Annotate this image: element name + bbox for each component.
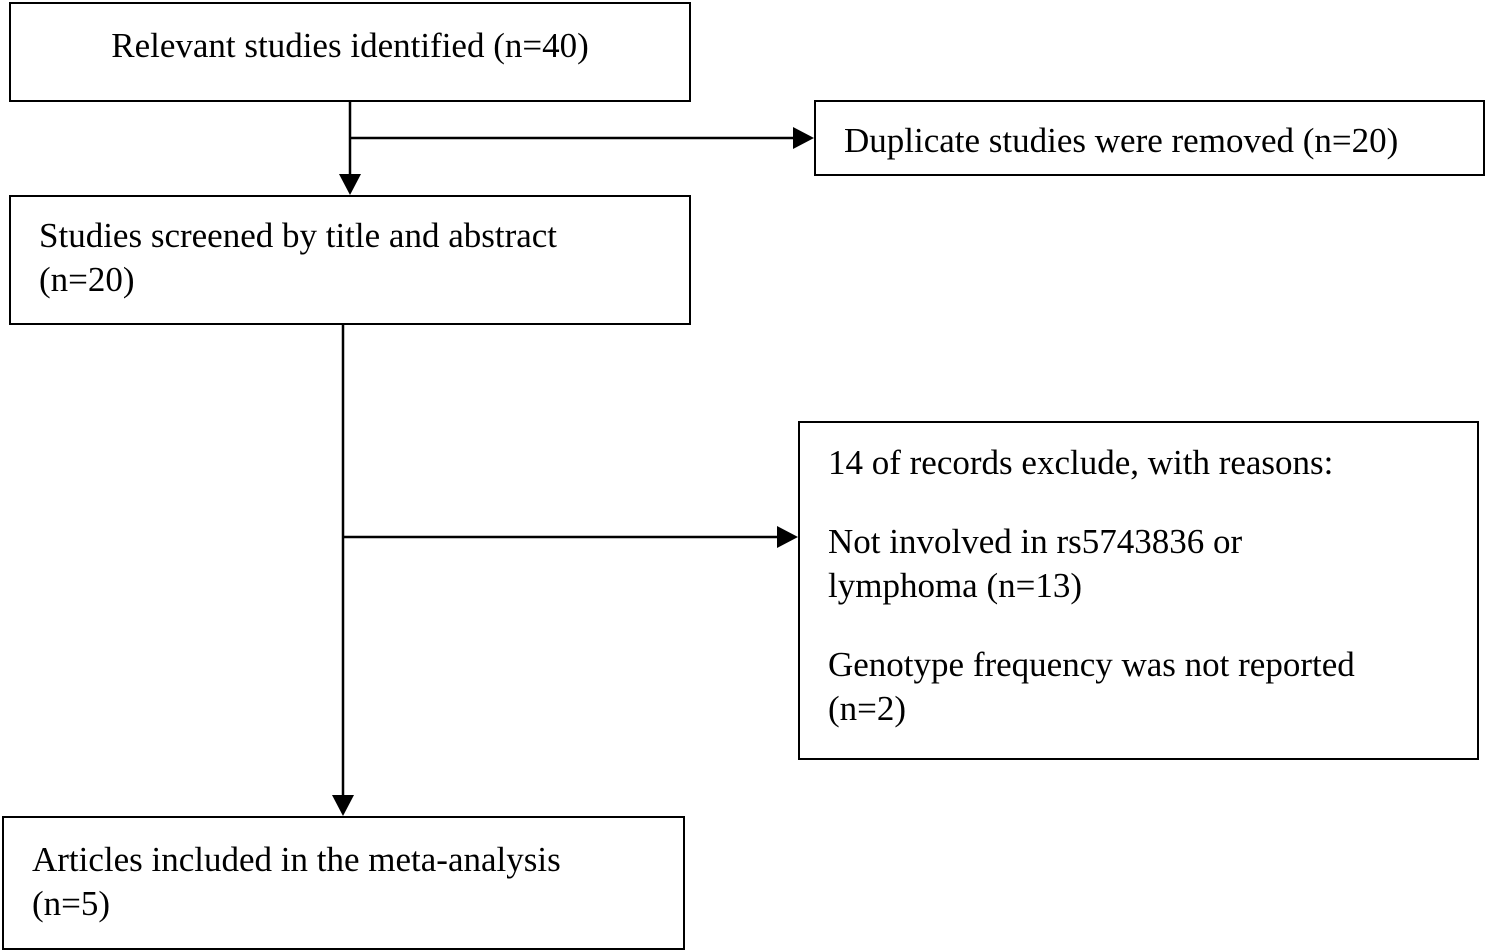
duplicates-text: Duplicate studies were removed (n=20) bbox=[844, 121, 1399, 160]
duplicates-removed-box: Duplicate studies were removed (n=20) bbox=[814, 100, 1485, 176]
arrowhead-to-screened bbox=[339, 174, 361, 195]
excluded-box: 14 of records exclude, with reasons: Not… bbox=[798, 421, 1479, 760]
arrowhead-to-duplicates bbox=[793, 127, 814, 149]
arrowhead-to-excluded bbox=[777, 526, 798, 548]
identified-box: Relevant studies identified (n=40) bbox=[9, 2, 691, 102]
exclusion-reason-1-line2: lymphoma (n=13) bbox=[828, 566, 1083, 606]
screened-text-line1: Studies screened by title and abstract bbox=[39, 216, 558, 255]
excluded-heading: 14 of records exclude, with reasons: bbox=[828, 443, 1334, 482]
identified-text: Relevant studies identified (n=40) bbox=[111, 26, 589, 65]
included-text-line1: Articles included in the meta-analysis bbox=[32, 840, 561, 879]
included-text-line2: (n=5) bbox=[32, 884, 111, 924]
exclusion-reason-2-line1: Genotype frequency was not reported bbox=[828, 645, 1355, 685]
arrowhead-to-included bbox=[332, 795, 354, 816]
screened-box: Studies screened by title and abstract (… bbox=[9, 195, 691, 325]
exclusion-reason-2-line2: (n=2) bbox=[828, 689, 907, 729]
exclusion-reason-1-line1: Not involved in rs5743836 or bbox=[828, 522, 1243, 562]
screened-text-line2: (n=20) bbox=[39, 260, 135, 300]
included-box: Articles included in the meta-analysis (… bbox=[2, 816, 685, 950]
